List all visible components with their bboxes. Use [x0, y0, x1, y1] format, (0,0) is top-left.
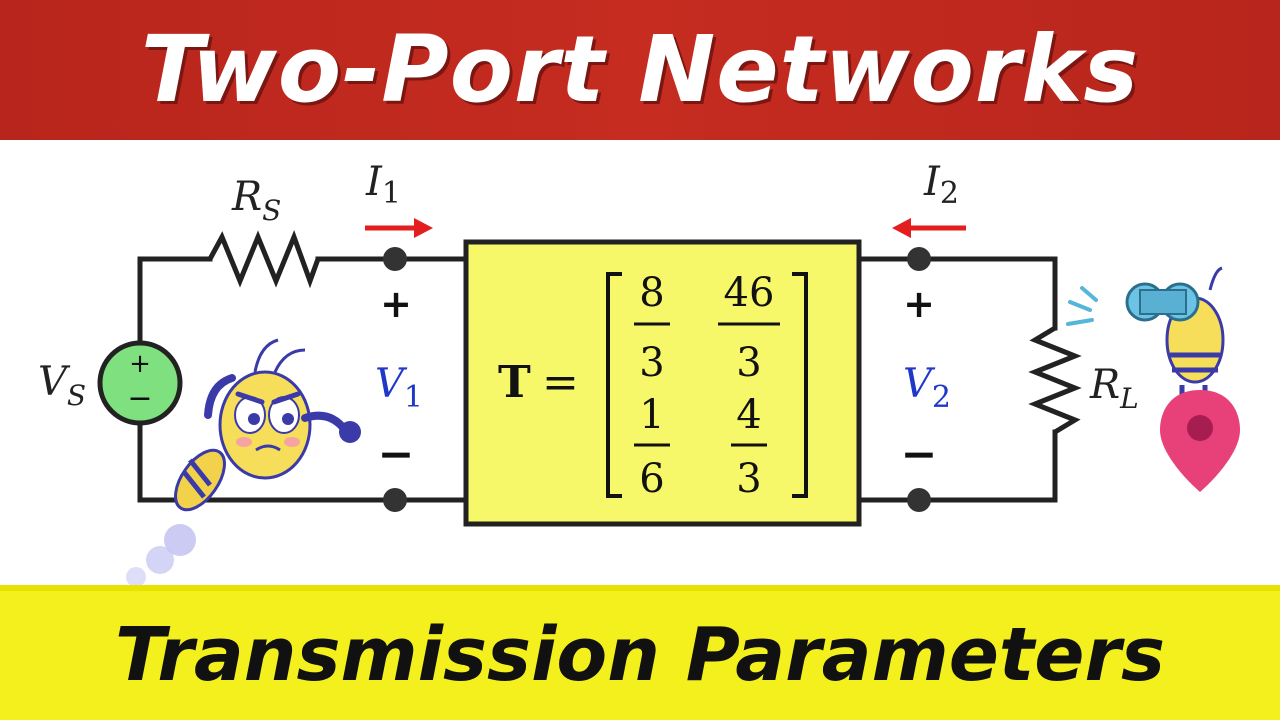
- port2-minus: −: [901, 429, 938, 480]
- flying-bee-mascot-icon: [126, 338, 361, 585]
- port2-bottom-terminal: [907, 488, 931, 512]
- port2-plus: +: [903, 282, 935, 326]
- source-minus: −: [127, 381, 152, 416]
- page-subtitle: Transmission Parameters: [115, 612, 1165, 698]
- two-port-box: T = 8 3 46 3 1 6 4 3: [463, 239, 862, 527]
- matrix-a12-numerator: 46: [724, 270, 775, 316]
- port2-current-arrow: [892, 218, 966, 238]
- series-resistor-label: RS: [231, 174, 281, 227]
- page-title: Two-Port Networks: [140, 16, 1140, 123]
- matrix-symbol: T: [498, 357, 531, 408]
- port1-top-terminal: [383, 247, 407, 271]
- matrix-a21-numerator: 1: [639, 392, 664, 438]
- matrix-a22-denominator: 3: [736, 456, 761, 502]
- port1-bottom-terminal: [383, 488, 407, 512]
- matrix-a21-denominator: 6: [639, 456, 664, 502]
- circuit-diagram: RS RL + − VS I1 I2 + − V1 + − V2 T = 8: [38, 159, 1240, 585]
- voltage-source: + −: [97, 340, 183, 426]
- port2-voltage-label: V2: [903, 361, 951, 415]
- lookout-bee-mascot-icon: [1066, 266, 1240, 492]
- source-voltage-label: VS: [38, 359, 86, 412]
- port1-plus: +: [380, 282, 412, 326]
- port1-current-arrow: [365, 218, 433, 238]
- matrix-a11-denominator: 3: [639, 340, 664, 386]
- port1-minus: −: [378, 429, 415, 480]
- matrix-a22-numerator: 4: [736, 392, 761, 438]
- subtitle-banner: Transmission Parameters: [0, 585, 1280, 720]
- port1-current-label: I1: [365, 159, 401, 211]
- port2-current-label: I2: [923, 159, 959, 211]
- port1-voltage-label: V1: [375, 361, 423, 415]
- matrix-a11-numerator: 8: [639, 270, 664, 316]
- subtitle-banner-stripe: [0, 585, 1280, 591]
- source-plus: +: [129, 349, 151, 379]
- load-resistor-label: RL: [1089, 362, 1139, 415]
- series-resistor: [207, 230, 321, 289]
- title-banner: Two-Port Networks: [0, 0, 1280, 140]
- load-resistor: [1028, 325, 1082, 435]
- port2-top-terminal: [907, 247, 931, 271]
- matrix-equals: =: [542, 357, 579, 408]
- matrix-a12-denominator: 3: [736, 340, 761, 386]
- matrix-right-bracket: [792, 272, 808, 498]
- matrix-left-bracket: [606, 272, 622, 498]
